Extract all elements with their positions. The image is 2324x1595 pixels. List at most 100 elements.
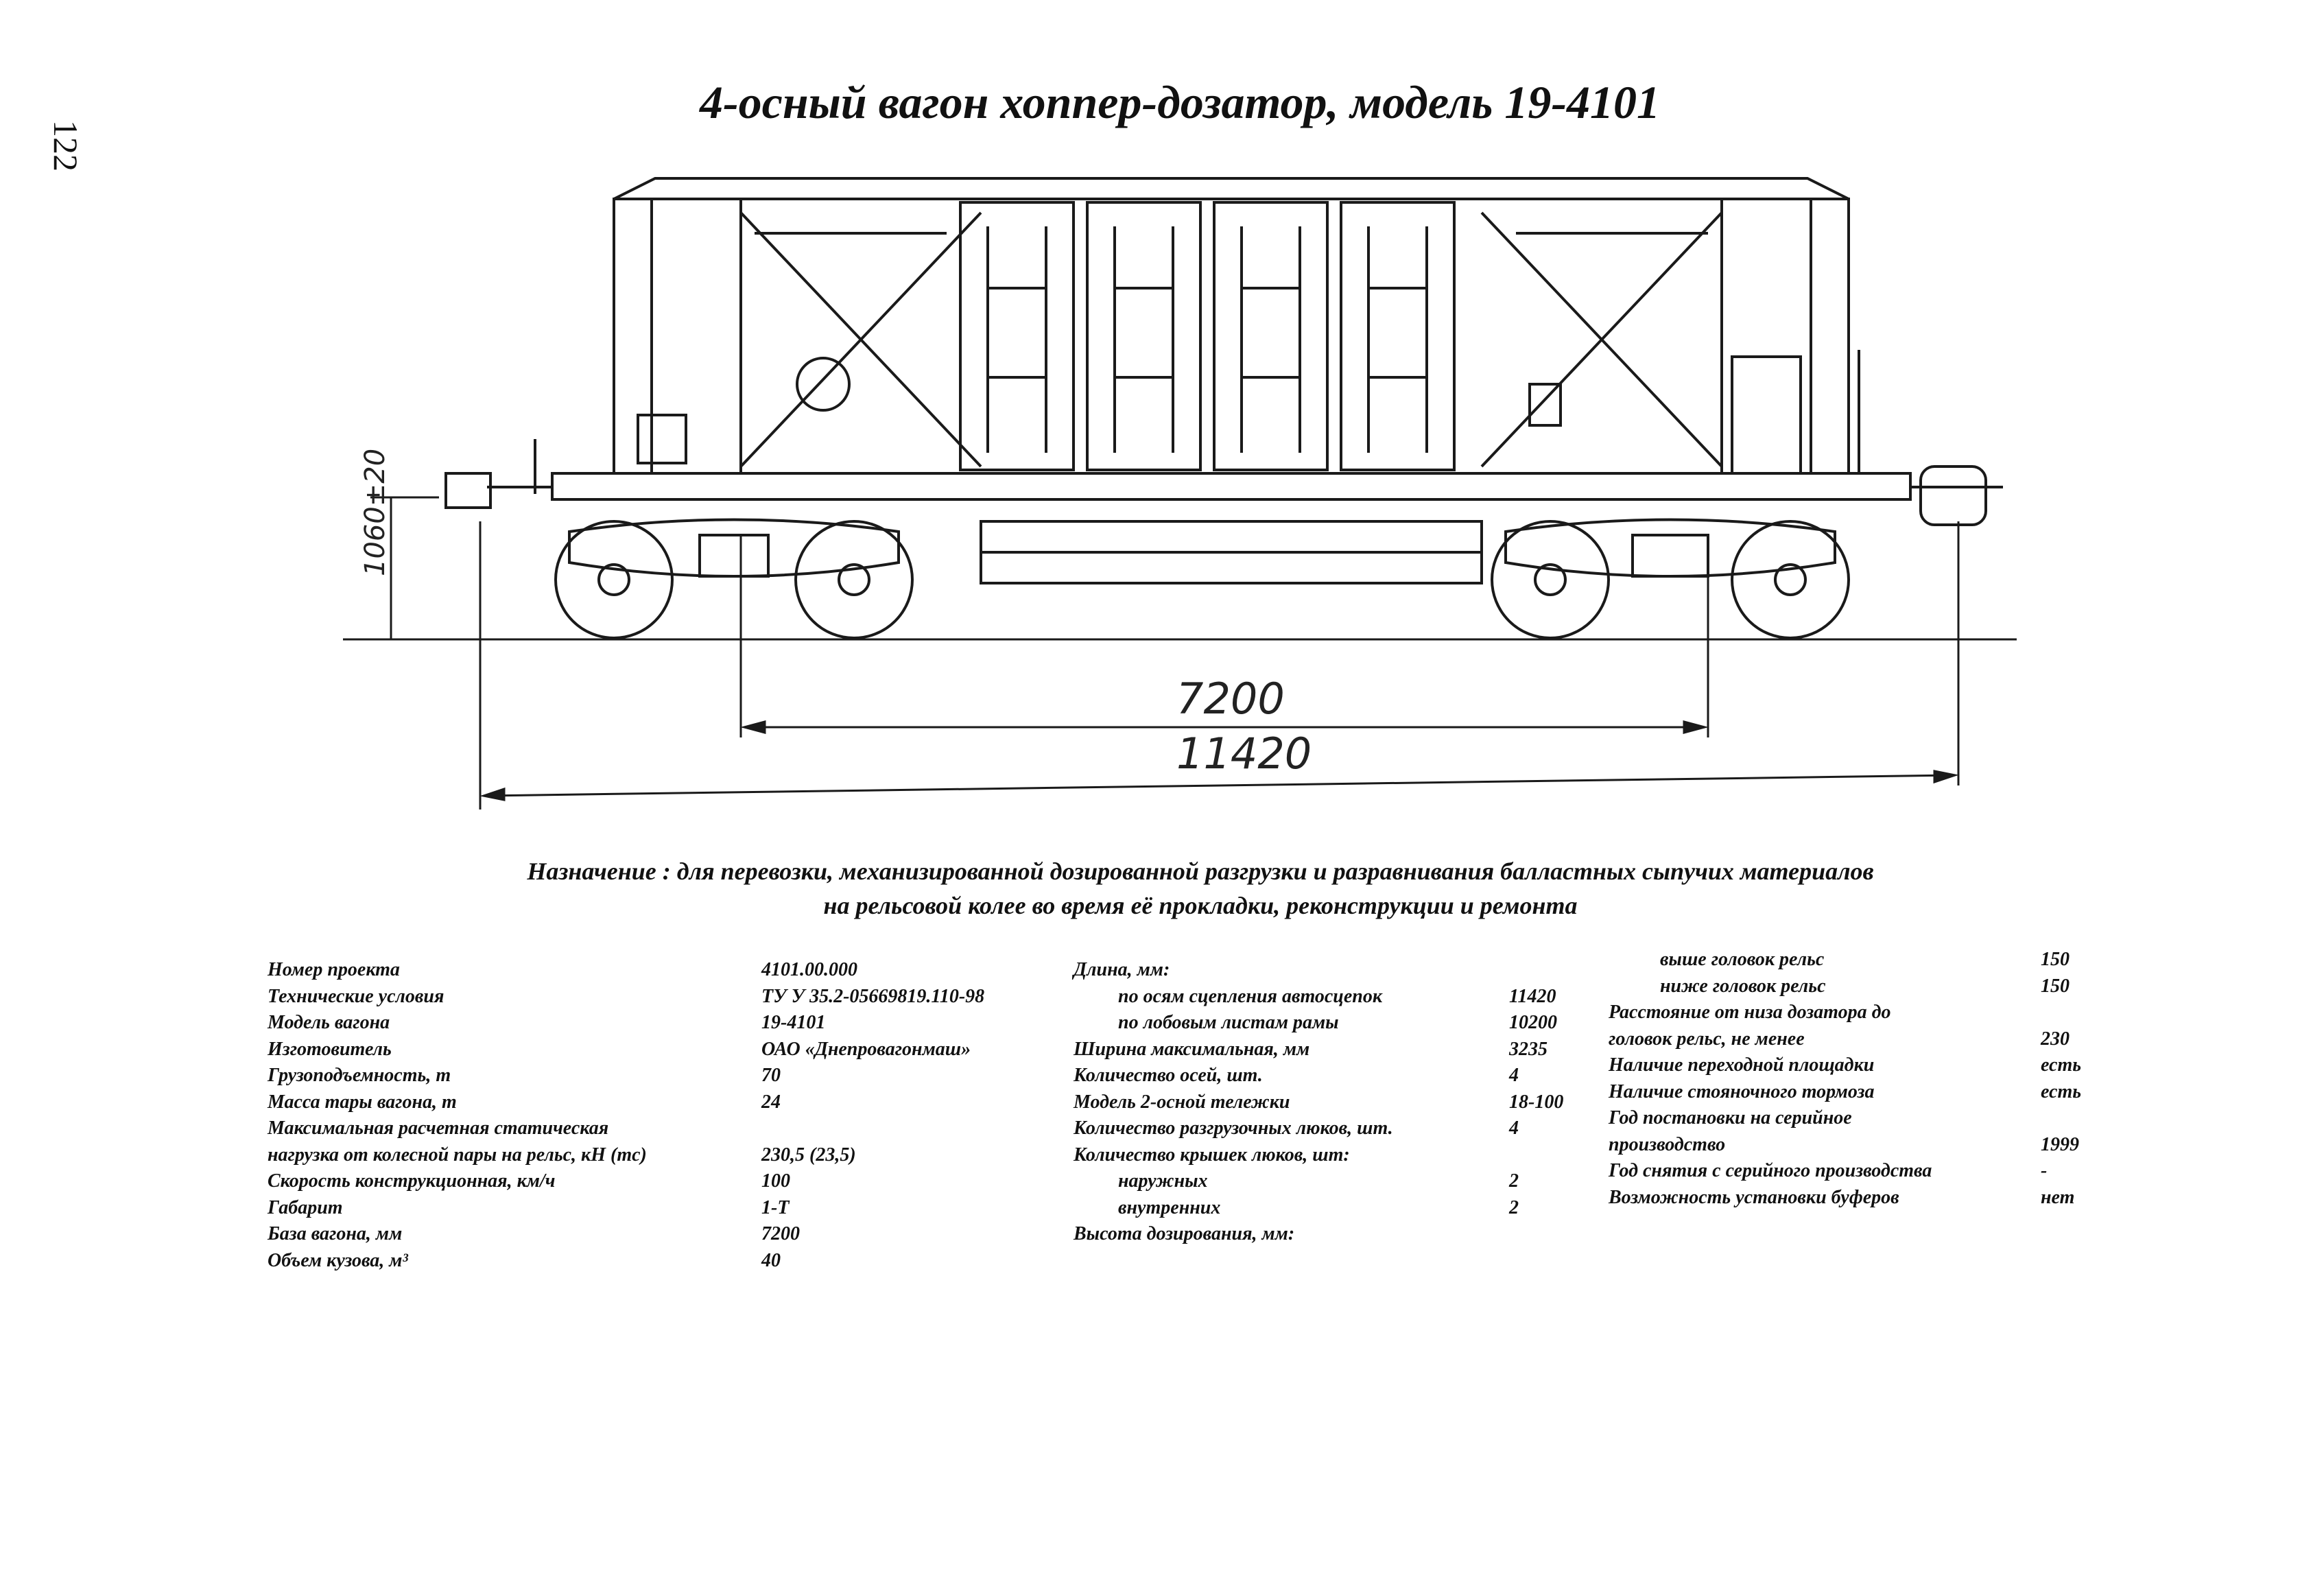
spec-row: Количество разгрузочных люков, шт. 4 (1074, 1115, 1602, 1142)
spec-label: Высота дозирования, мм: (1074, 1223, 1295, 1244)
spec-column-3: выше головок рельс 150 ниже головок рельс 1… (1609, 947, 2109, 1211)
spec-label: Масса тары вагона, т (268, 1091, 457, 1113)
spec-value: 3235 (1509, 1038, 1548, 1060)
spec-value: 100 (761, 1170, 790, 1192)
spec-label: База вагона, мм (268, 1223, 403, 1244)
spec-value: 19-4101 (761, 1012, 826, 1033)
spec-label: нагрузка от колесной пары на рельс, кН (… (268, 1144, 647, 1166)
spec-value: 18-100 (1509, 1091, 1564, 1113)
page-number: 122 (47, 120, 85, 172)
spec-row: по осям сцепления автосцепок 11420 (1074, 984, 1602, 1011)
spec-value: 150 (2041, 975, 2070, 997)
spec-row: Высота дозирования, мм: (1074, 1221, 1602, 1248)
spec-row: производство 1999 (1609, 1132, 2109, 1159)
spec-row: внутренних 2 (1074, 1195, 1602, 1222)
spec-row: нагрузка от колесной пары на рельс, кН (… (268, 1142, 1056, 1169)
spec-label: Габарит (268, 1196, 343, 1218)
spec-row: Масса тары вагона, т 24 (268, 1089, 1056, 1116)
spec-value: 230 (2041, 1028, 2070, 1050)
spec-label: Год снятия с серийного производства (1609, 1160, 1932, 1181)
spec-value: 7200 (761, 1223, 800, 1244)
spec-row: Грузоподъемность, т 70 (268, 1063, 1056, 1089)
spec-value: 40 (761, 1249, 781, 1271)
page-title: 4-осный вагон хоппер-дозатор, модель 19-… (700, 76, 1661, 128)
spec-value: 4101.00.000 (761, 959, 857, 980)
spec-row: Возможность установки буферов нет (1609, 1185, 2109, 1212)
spec-label: наружных (1118, 1170, 1208, 1192)
spec-value: 70 (761, 1065, 781, 1086)
spec-row: Наличие переходной площадки есть (1609, 1052, 2109, 1079)
spec-label: производство (1609, 1133, 1726, 1155)
dim-base-label: 7200 (1176, 674, 1285, 724)
purpose-text: Назначение : для перевозки, механизирова… (384, 854, 2017, 923)
spec-row: Длина, мм: (1074, 957, 1602, 984)
spec-row: выше головок рельс 150 (1609, 947, 2109, 973)
spec-row: База вагона, мм 7200 (268, 1221, 1056, 1248)
spec-row: Изготовитель ОАО «Днепровагонмаш» (268, 1037, 1056, 1063)
spec-label: по осям сцепления автосцепок (1118, 985, 1383, 1007)
spec-label: ниже головок рельс (1660, 975, 1826, 997)
spec-label: Количество крышек люков, шт: (1074, 1144, 1350, 1166)
spec-label: Технические условия (268, 985, 444, 1007)
spec-label: Номер проекта (268, 959, 400, 980)
spec-label: Расстояние от низа дозатора до (1609, 1002, 1891, 1023)
hopper-car-drawing: 1060±20 7200 11420 (343, 177, 2017, 810)
dim-length-label: 11420 (1176, 729, 1312, 779)
spec-row: Год постановки на серийное (1609, 1105, 2109, 1132)
spec-value: 2 (1509, 1196, 1519, 1218)
spec-row: Количество крышек люков, шт: (1074, 1142, 1602, 1169)
spec-value: нет (2041, 1186, 2075, 1208)
spec-label: Модель 2-осной тележки (1074, 1091, 1290, 1113)
spec-row: Максимальная расчетная статическая (268, 1115, 1056, 1142)
spec-value: есть (2041, 1054, 2082, 1076)
spec-value: ТУ У 35.2-05669819.110-98 (761, 985, 985, 1007)
spec-row: ниже головок рельс 150 (1609, 973, 2109, 1000)
spec-label: выше головок рельс (1660, 949, 1825, 970)
purpose-line-2: на рельсовой колее во время её прокладки… (823, 892, 1578, 919)
spec-row: Технические условия ТУ У 35.2-05669819.11… (268, 984, 1056, 1011)
spec-label: Модель вагона (268, 1012, 390, 1033)
spec-label: Количество разгрузочных люков, шт. (1074, 1118, 1393, 1139)
spec-label: внутренних (1118, 1196, 1221, 1218)
spec-row: Год снятия с серийного производства - (1609, 1158, 2109, 1185)
spec-row: Номер проекта 4101.00.000 (268, 957, 1056, 984)
spec-value: 4 (1509, 1065, 1519, 1086)
spec-label: Ширина максимальная, мм (1074, 1038, 1310, 1060)
spec-label: Наличие переходной площадки (1609, 1054, 1875, 1076)
spec-label: Скорость конструкционная, км/ч (268, 1170, 556, 1192)
spec-label: головок рельс, не менее (1609, 1028, 1805, 1050)
spec-row: Габарит 1-Т (268, 1195, 1056, 1222)
spec-row: Расстояние от низа дозатора до (1609, 1000, 2109, 1026)
spec-value: 11420 (1509, 985, 1556, 1007)
spec-label: Объем кузова, м³ (268, 1249, 408, 1271)
spec-value: 1999 (2041, 1133, 2079, 1155)
spec-value: 150 (2041, 949, 2070, 970)
spec-value: 4 (1509, 1118, 1519, 1139)
spec-row: Количество осей, шт. 4 (1074, 1063, 1602, 1089)
spec-value: - (2041, 1160, 2048, 1181)
dim-height-label: 1060±20 (359, 449, 391, 576)
spec-value: ОАО «Днепровагонмаш» (761, 1038, 971, 1060)
spec-column-2: Длина, мм:по осям сцепления автосцепок 11… (1074, 957, 1602, 1248)
spec-row: Ширина максимальная, мм 3235 (1074, 1037, 1602, 1063)
spec-label: Максимальная расчетная статическая (268, 1118, 609, 1139)
spec-row: головок рельс, не менее 230 (1609, 1026, 2109, 1053)
spec-value: 1-Т (761, 1196, 790, 1218)
spec-value: есть (2041, 1080, 2082, 1102)
spec-label: Изготовитель (268, 1038, 392, 1060)
spec-row: Модель 2-осной тележки 18-100 (1074, 1089, 1602, 1116)
spec-value: 230,5 (23,5) (761, 1144, 856, 1166)
spec-label: Количество осей, шт. (1074, 1065, 1263, 1086)
spec-label: Возможность установки буферов (1609, 1186, 1899, 1208)
spec-value: 24 (761, 1091, 781, 1113)
purpose-line-1: Назначение : для перевозки, механизирова… (527, 858, 1874, 885)
spec-label: Год постановки на серийное (1609, 1107, 1852, 1129)
spec-row: Объем кузова, м³ 40 (268, 1248, 1056, 1275)
spec-label: Грузоподъемность, т (268, 1065, 451, 1086)
spec-row: Скорость конструкционная, км/ч 100 (268, 1168, 1056, 1195)
spec-value: 10200 (1509, 1012, 1557, 1033)
